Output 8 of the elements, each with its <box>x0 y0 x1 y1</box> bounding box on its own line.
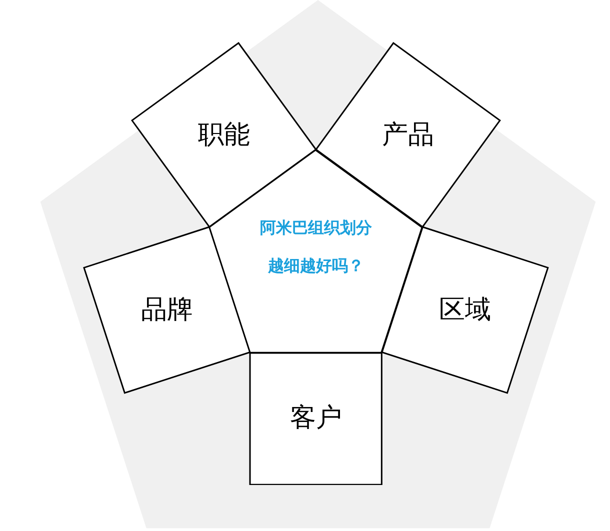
box-label: 客户 <box>290 402 342 435</box>
square-box <box>249 352 383 486</box>
box-label: 区域 <box>438 294 491 327</box>
question-text: 阿米巴组织划分越细越好吗？ <box>260 216 372 278</box>
box-label: 职能 <box>198 118 250 152</box>
box-label: 产品 <box>382 118 434 152</box>
box-label: 品牌 <box>141 294 194 327</box>
center-pentagon <box>208 149 424 354</box>
